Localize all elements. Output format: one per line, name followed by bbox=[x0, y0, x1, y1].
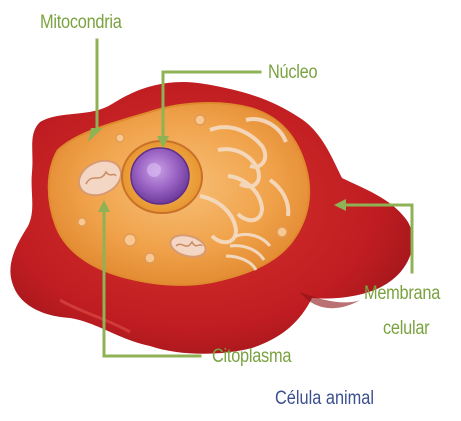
label-membrana-line1: Membrana bbox=[364, 283, 440, 305]
nucleolus bbox=[147, 163, 161, 177]
label-mitocondria: Mitocondria bbox=[40, 12, 122, 34]
figure-caption: Célula animal bbox=[275, 388, 374, 410]
label-membrana-line2: celular bbox=[383, 318, 429, 340]
label-citoplasma: Citoplasma bbox=[212, 346, 291, 368]
label-nucleo: Núcleo bbox=[268, 62, 317, 84]
nucleus bbox=[122, 141, 202, 213]
